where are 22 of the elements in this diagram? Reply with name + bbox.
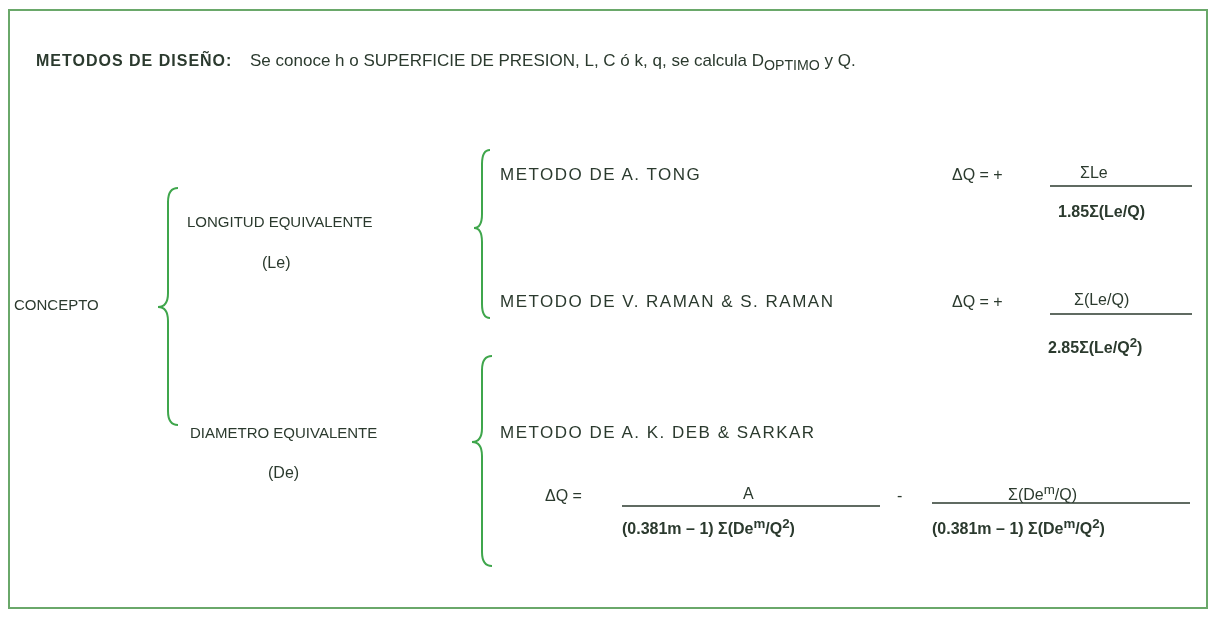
description: Se conoce h o SUPERFICIE DE PRESION, L, C ó k, q, se calcula D$_{OPTIMO}$ y Q. xyxy=(250,51,856,76)
formula-denominator: 1.85Σ(Le/Q) xyxy=(1058,202,1145,222)
formula-denominator: 2.85Σ(Le/Q$^{2}$) xyxy=(1048,334,1143,359)
formula-numerator: A xyxy=(743,484,754,504)
method-name: METODO DE A. K. DEB & SARKAR xyxy=(500,423,816,443)
heading: METODOS DE DISEÑO: xyxy=(36,51,233,71)
formula-numerator: Σ(De$^{m}$/Q) xyxy=(1008,481,1077,506)
formula-text: ΔQ = + xyxy=(952,165,1003,185)
formula-denominator: (0.381m – 1) Σ(De$^{m}$/Q$^{2}$) xyxy=(932,515,1105,540)
method-name: METODO DE A. TONG xyxy=(500,165,702,185)
formula-text: ΔQ = xyxy=(545,486,582,506)
concept-label: DIAMETRO EQUIVALENTE xyxy=(190,423,378,443)
symbol-label: (De) xyxy=(268,463,300,483)
formula-text: ΔQ = + xyxy=(952,292,1003,312)
formula-text: - xyxy=(897,486,903,506)
symbol-label: (Le) xyxy=(262,253,291,273)
concept-label: LONGITUD EQUIVALENTE xyxy=(187,212,373,232)
method-name: METODO DE V. RAMAN & S. RAMAN xyxy=(500,292,835,312)
concept-label: CONCEPTO xyxy=(14,295,99,315)
formula-denominator: (0.381m – 1) Σ(De$^{m}$/Q$^{2}$) xyxy=(622,515,795,540)
formula-numerator: ΣLe xyxy=(1080,163,1108,183)
formula-numerator: Σ(Le/Q) xyxy=(1074,290,1130,310)
